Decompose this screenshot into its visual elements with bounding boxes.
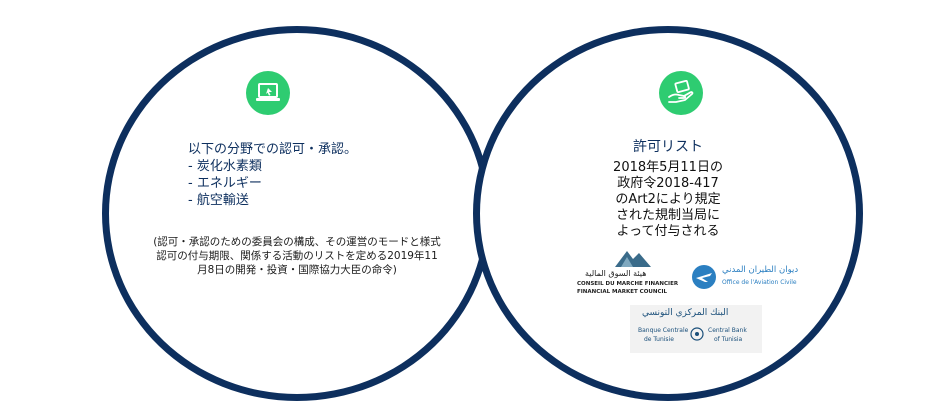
permit-list-description: 2018年5月11日の 政府令2018-417 のArt2により規定 された規制… <box>480 160 856 240</box>
cmf-mountain-emblem <box>615 251 651 267</box>
bct-french-line2: de Tunisie <box>644 336 674 343</box>
aviation-latin-name: Office de l'Aviation Civile <box>722 279 797 286</box>
laptop-icon-badge <box>246 71 290 115</box>
decree-note: (認可・承認のための委員会の構成、その運営のモードと様式 認可の付与期限、関係す… <box>112 235 482 277</box>
bct-arabic-name: البنك المركزي التونسي <box>642 308 729 318</box>
authorization-circle: 以下の分野での認可・承認。 - 炭化水素類 - エネルギー - 航空輸送 (認可… <box>102 26 492 401</box>
aviation-arabic-name: ديوان الطيران المدني <box>722 265 799 275</box>
aviation-emblem <box>692 265 716 289</box>
sector-item-hydrocarbons: - 炭化水素類 <box>188 159 262 174</box>
decree-note-line: 認可の付与期限、関係する活動のリストを定める2019年11 <box>156 250 438 262</box>
authorization-title: 以下の分野での認可・承認。 <box>188 142 358 157</box>
civil-aviation-logo: ديوان الطيران المدني Office de l'Aviatio… <box>690 261 820 295</box>
laptop-icon <box>256 83 280 101</box>
sector-item-air-transport: - 航空輸送 <box>188 193 249 208</box>
description-line: 政府令2018-417 <box>617 176 719 191</box>
sector-item-energy: - エネルギー <box>188 176 262 191</box>
cmf-logo: هيئة السوق المالية CONSEIL DU MARCHE FIN… <box>577 247 689 303</box>
central-bank-logo: البنك المركزي التونسي Banque Centrale de… <box>630 305 762 353</box>
description-line: よって付与される <box>616 224 720 239</box>
description-line: 2018年5月11日の <box>613 160 723 175</box>
permit-list-title: 許可リスト <box>633 139 703 155</box>
cmf-arabic-name: هيئة السوق المالية <box>585 269 647 278</box>
description-line: のArt2により規定 <box>615 192 721 207</box>
decree-note-line: (認可・承認のための委員会の構成、その運営のモードと様式 <box>153 236 441 248</box>
cmf-french-name: CONSEIL DU MARCHE FINANCIER <box>577 281 679 287</box>
permit-icon-badge <box>659 71 703 115</box>
permit-list-circle: 許可リスト 2018年5月11日の 政府令2018-417 のArt2により規定… <box>473 26 863 401</box>
decree-note-line: 月8日の開発・投資・国際協力大臣の命令) <box>197 264 397 276</box>
bct-english-line2: of Tunisia <box>714 336 743 343</box>
cmf-english-name: FINANCIAL MARKET COUNCIL <box>577 289 668 295</box>
bct-emblem <box>690 327 704 341</box>
description-line: された規制当局に <box>615 208 720 223</box>
bct-english-line1: Central Bank <box>708 327 747 334</box>
permit-hand-icon <box>668 80 694 103</box>
sector-list: - 炭化水素類 - エネルギー - 航空輸送 <box>188 158 262 209</box>
bct-french-line1: Banque Centrale <box>638 327 689 334</box>
